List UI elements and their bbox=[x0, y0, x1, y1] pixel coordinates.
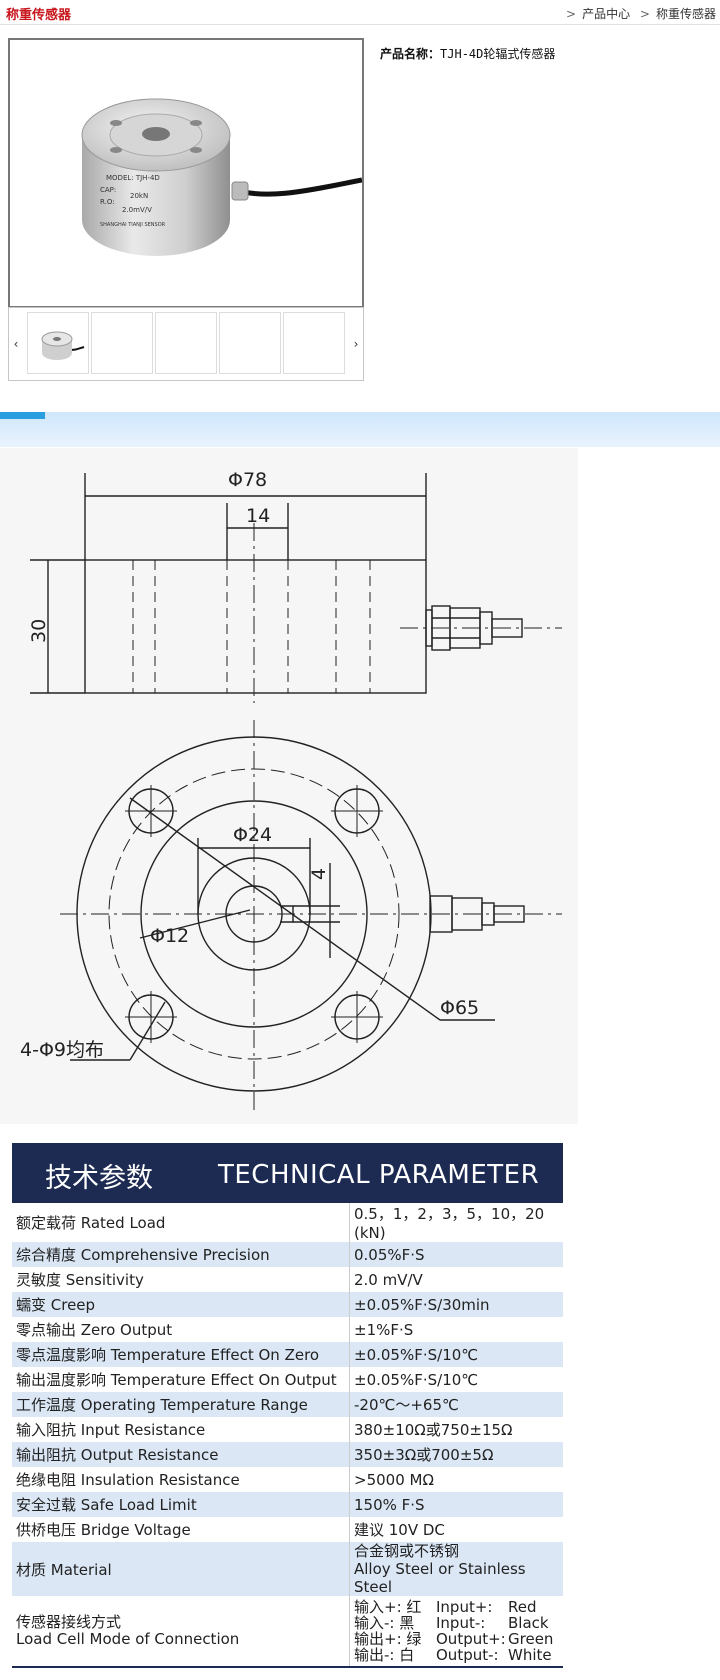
param-key: 安全过载 Safe Load Limit bbox=[12, 1492, 350, 1517]
table-row-connection: 传感器接线方式 Load Cell Mode of Connection 输入+… bbox=[12, 1596, 563, 1666]
table-header: 技术参数 TECHNICAL PARAMETER bbox=[12, 1143, 563, 1203]
technical-parameter-table: 技术参数 TECHNICAL PARAMETER 额定载荷 Rated Load… bbox=[12, 1143, 563, 1668]
svg-text:2.0mV/V: 2.0mV/V bbox=[122, 206, 152, 214]
table-row-material: 材质 Material 合金钢或不锈钢 Alloy Steel or Stain… bbox=[12, 1542, 563, 1596]
param-value: ±0.05%F·S/10℃ bbox=[354, 1370, 479, 1389]
thumbnail-3[interactable] bbox=[155, 312, 217, 374]
param-key: 灵敏度 Sensitivity bbox=[12, 1267, 350, 1292]
dim-bore: Φ12 bbox=[150, 925, 189, 947]
param-key: 零点输出 Zero Output bbox=[12, 1317, 350, 1342]
dim-inner-diameter: Φ24 bbox=[233, 824, 272, 846]
breadcrumb-item-category[interactable]: 称重传感器 bbox=[655, 7, 716, 21]
param-key: 蠕变 Creep bbox=[12, 1292, 350, 1317]
param-key: 综合精度 Comprehensive Precision bbox=[12, 1242, 350, 1267]
param-key: 输出阻抗 Output Resistance bbox=[12, 1442, 350, 1467]
thumbnail-strip: ‹ › bbox=[8, 307, 364, 381]
param-value: ±0.05%F·S/30min bbox=[349, 1292, 563, 1317]
thumbnail-1[interactable] bbox=[27, 312, 89, 374]
product-name-value: TJH-4D轮辐式传感器 bbox=[440, 47, 556, 61]
category-title[interactable]: 称重传感器 bbox=[6, 8, 72, 23]
param-value: 150% F·S bbox=[349, 1492, 563, 1517]
svg-text:R.O:: R.O: bbox=[100, 198, 115, 206]
param-value: 0.05%F·S bbox=[349, 1242, 563, 1267]
dim-key-width: 4 bbox=[308, 868, 330, 880]
param-key: 额定载荷 Rated Load bbox=[12, 1203, 350, 1242]
table-bottom-rule bbox=[12, 1666, 563, 1668]
table-row: 蠕变 Creep±0.05%F·S/30min bbox=[12, 1292, 563, 1317]
dim-height: 30 bbox=[28, 619, 50, 643]
dim-bolt-circle: Φ65 bbox=[440, 997, 479, 1019]
breadcrumb-item-products[interactable]: 产品中心 bbox=[582, 7, 631, 21]
svg-text:CAP:: CAP: bbox=[100, 186, 116, 194]
param-value: 380±10Ω或750±15Ω bbox=[354, 1421, 513, 1439]
chevron-right-icon: > bbox=[566, 7, 577, 21]
section-divider bbox=[0, 412, 720, 447]
param-value: -20℃～+65℃ bbox=[349, 1392, 563, 1417]
param-key: 工作温度 Operating Temperature Range bbox=[12, 1392, 350, 1417]
param-value: 350±3Ω或700±5Ω bbox=[349, 1442, 563, 1467]
product-name-label: 产品名称： bbox=[380, 47, 441, 61]
dim-outer-diameter: Φ78 bbox=[228, 469, 267, 491]
chevron-right-icon[interactable]: › bbox=[353, 337, 359, 351]
product-main-image[interactable]: MODEL: TJH-4D CAP: 20kN R.O: 2.0mV/V SHA… bbox=[8, 38, 364, 308]
table-row: 工作温度 Operating Temperature Range-20℃～+65… bbox=[12, 1392, 563, 1417]
top-bar: 称重传感器 > 产品中心 > 称重传感器 bbox=[0, 0, 720, 25]
param-key: 零点温度影响 Temperature Effect On Zero bbox=[12, 1342, 350, 1367]
section-tab bbox=[0, 412, 45, 419]
svg-text:SHANGHAI TIANJI SENSOR: SHANGHAI TIANJI SENSOR bbox=[100, 222, 166, 228]
thumbnail-4[interactable] bbox=[219, 312, 281, 374]
param-value: 建议 10V DC bbox=[354, 1521, 445, 1539]
table-title-zh: 技术参数 bbox=[45, 1163, 153, 1194]
param-value: >5000 MΩ bbox=[354, 1470, 434, 1489]
param-value: 2.0 mV/V bbox=[354, 1270, 423, 1289]
svg-text:MODEL: TJH-4D: MODEL: TJH-4D bbox=[106, 174, 160, 182]
chevron-left-icon[interactable]: ‹ bbox=[13, 337, 19, 351]
param-key: 绝缘电阻 Insulation Resistance bbox=[12, 1467, 350, 1492]
breadcrumb: > 产品中心 > 称重传感器 bbox=[560, 5, 716, 22]
param-value: ±0.05%F·S/10℃ bbox=[349, 1342, 563, 1367]
connection-key: 传感器接线方式 Load Cell Mode of Connection bbox=[12, 1596, 350, 1666]
chevron-right-icon: > bbox=[639, 7, 650, 21]
table-row: 绝缘电阻 Insulation Resistance>5000 MΩ bbox=[12, 1467, 563, 1492]
thumbnail-2[interactable] bbox=[91, 312, 153, 374]
dim-slot-width: 14 bbox=[246, 505, 270, 527]
table-row: 零点温度影响 Temperature Effect On Zero±0.05%F… bbox=[12, 1342, 563, 1367]
param-key: 输入阻抗 Input Resistance bbox=[12, 1417, 350, 1442]
param-value: 0.5，1，2，3，5，10，20 (kN) bbox=[354, 1205, 545, 1242]
product-name: 产品名称：TJH-4D轮辐式传感器 bbox=[380, 45, 555, 62]
table-row: 输出温度影响 Temperature Effect On Output±0.05… bbox=[12, 1367, 563, 1392]
table-row: 零点输出 Zero Output±1%F·S bbox=[12, 1317, 563, 1342]
technical-drawing: Φ78 14 30 Φ24 4 Φ12 Φ65 4-Φ9均布 bbox=[0, 448, 578, 1124]
param-value: ±1%F·S bbox=[354, 1320, 414, 1339]
material-value: 合金钢或不锈钢 Alloy Steel or Stainless Steel bbox=[349, 1542, 563, 1596]
thumbnail-5[interactable] bbox=[283, 312, 345, 374]
param-key: 输出温度影响 Temperature Effect On Output bbox=[12, 1367, 350, 1392]
param-key: 供桥电压 Bridge Voltage bbox=[12, 1517, 350, 1542]
material-key: 材质 Material bbox=[12, 1542, 350, 1596]
dim-holes: 4-Φ9均布 bbox=[20, 1039, 104, 1061]
svg-text:20kN: 20kN bbox=[130, 192, 148, 200]
table-title-en: TECHNICAL PARAMETER bbox=[218, 1160, 540, 1190]
